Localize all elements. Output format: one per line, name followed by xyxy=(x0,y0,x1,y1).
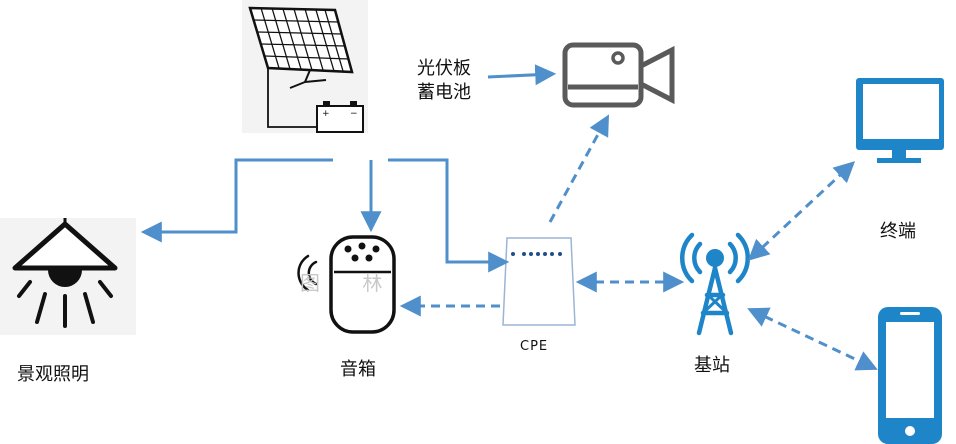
svg-text:−: − xyxy=(350,109,358,119)
link-solar-to-lamp xyxy=(140,158,333,243)
solar-panel-battery-icon: + − xyxy=(242,0,368,133)
link-cpe-to-camera xyxy=(548,114,610,223)
solar-battery-label-line1: 光伏板 xyxy=(417,58,471,79)
monitor-icon xyxy=(856,78,944,163)
base-station-icon xyxy=(680,232,750,336)
link-label-to-camera xyxy=(487,64,557,86)
cpe-label: CPE xyxy=(520,339,549,354)
landscape-lighting-label: 景观照明 xyxy=(17,364,89,385)
terminal-label: 终端 xyxy=(880,221,916,242)
smart-speaker-icon xyxy=(297,235,396,334)
link-basestation-phone xyxy=(747,307,878,371)
solar-battery-label-line2: 蓄电池 xyxy=(417,82,471,103)
speaker-watermark: 图 林 xyxy=(300,271,401,295)
link-basestation-monitor xyxy=(747,161,856,261)
camera-icon xyxy=(562,42,675,108)
base-station-label: 基站 xyxy=(694,355,730,376)
link-solar-to-cpe xyxy=(388,158,510,273)
speaker-label: 音箱 xyxy=(340,359,376,380)
cpe-router-icon xyxy=(502,237,576,326)
dashed-wireless-links xyxy=(399,114,878,371)
svg-text:+: + xyxy=(322,109,330,119)
ceiling-lamp-icon xyxy=(0,218,136,335)
solid-power-links xyxy=(140,64,557,273)
mobile-phone-icon xyxy=(878,307,942,444)
